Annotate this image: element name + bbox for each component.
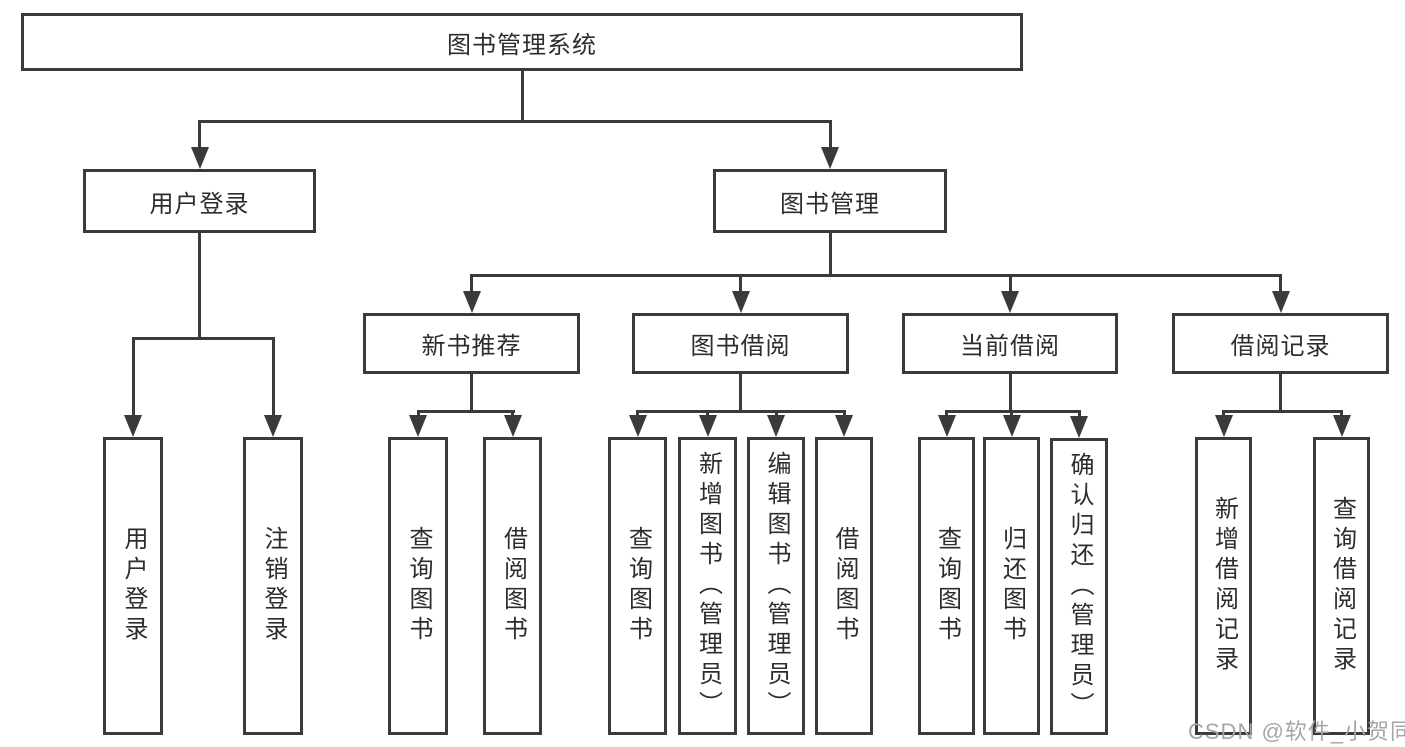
arrowhead-down-icon [938, 415, 956, 437]
arrowhead-down-icon [1272, 291, 1290, 313]
arrowhead-down-icon [1070, 416, 1088, 438]
node-label-logout: 注销登录 [260, 526, 287, 646]
node-br-add: 新增借阅记录 [1195, 437, 1252, 735]
node-nb-borrow: 借阅图书 [483, 437, 542, 735]
node-current-borrow: 当前借阅 [902, 313, 1118, 374]
node-logout: 注销登录 [243, 437, 303, 735]
arrow-shaft-cb-return [1010, 410, 1013, 417]
arrow-shaft-nb-borrow [511, 410, 514, 417]
node-label-mgmt: 图书管理 [780, 190, 880, 218]
connector-bar-login [132, 337, 275, 340]
arrowhead-down-icon [409, 415, 427, 437]
connector-stem-new-books [470, 374, 473, 410]
node-label-user-login: 用户登录 [120, 526, 147, 646]
connector-bar-current-borrow [945, 410, 1081, 413]
arrow-shaft-bb-query [636, 410, 639, 417]
arrow-shaft-book-borrow [739, 274, 742, 293]
node-label-cb-return: 归还图书 [998, 526, 1026, 646]
connector-bar-book-borrow [636, 410, 846, 413]
arrow-shaft-logout [272, 337, 275, 417]
arrow-shaft-nb-query [417, 410, 420, 417]
node-label-nb-borrow: 借阅图书 [499, 526, 527, 646]
node-user-login: 用户登录 [103, 437, 163, 735]
arrowhead-down-icon [1333, 415, 1351, 437]
arrowhead-down-icon [699, 415, 717, 437]
arrowhead-down-icon [264, 415, 282, 437]
arrow-shaft-current-borrow [1009, 274, 1012, 293]
node-root: 图书管理系统 [21, 13, 1023, 71]
node-label-bb-add: 新增图书（管理员） [694, 451, 722, 721]
node-book-borrow: 图书借阅 [632, 313, 849, 374]
node-mgmt: 图书管理 [713, 169, 947, 233]
arrowhead-down-icon [732, 291, 750, 313]
arrowhead-down-icon [191, 147, 209, 169]
arrowhead-down-icon [504, 415, 522, 437]
node-bb-add: 新增图书（管理员） [678, 437, 737, 735]
node-label-br-add: 新增借阅记录 [1210, 496, 1238, 676]
node-label-cb-query: 查询图书 [933, 526, 961, 646]
node-br-query: 查询借阅记录 [1313, 437, 1370, 735]
node-bb-query: 查询图书 [608, 437, 667, 735]
node-label-br-query: 查询借阅记录 [1328, 496, 1356, 676]
node-cb-return: 归还图书 [983, 437, 1040, 735]
connector-stem-borrow-records [1279, 374, 1282, 410]
node-label-bb-query: 查询图书 [624, 526, 652, 646]
arrow-shaft-new-books [470, 274, 473, 293]
node-label-book-borrow: 图书借阅 [690, 333, 791, 360]
arrowhead-down-icon [821, 147, 839, 169]
node-nb-query: 查询图书 [388, 437, 448, 735]
arrowhead-down-icon [629, 415, 647, 437]
arrow-shaft-cb-query [945, 410, 948, 417]
connector-bar-borrow-records [1222, 410, 1343, 413]
arrowhead-down-icon [1003, 415, 1021, 437]
arrow-shaft-bb-add [706, 410, 709, 417]
node-label-bb-edit: 编辑图书（管理员） [763, 451, 790, 721]
arrowhead-down-icon [1001, 291, 1019, 313]
arrow-shaft-borrow-records [1279, 274, 1282, 293]
arrowhead-down-icon [1215, 415, 1233, 437]
connector-stem-login [198, 233, 201, 337]
connector-bar-new-books [417, 410, 515, 413]
arrowhead-down-icon [767, 415, 785, 437]
connector-stem-mgmt [829, 233, 832, 274]
node-bb-borrow: 借阅图书 [815, 437, 873, 735]
node-label-nb-query: 查询图书 [405, 526, 432, 646]
node-label-current-borrow: 当前借阅 [960, 333, 1060, 360]
arrow-shaft-br-add [1222, 410, 1225, 417]
arrowhead-down-icon [124, 415, 142, 437]
node-label-cb-confirm: 确认归还（管理员） [1066, 451, 1093, 722]
arrow-shaft-bb-edit [775, 410, 778, 417]
arrow-shaft-login [198, 120, 201, 149]
connector-stem-current-borrow [1009, 374, 1012, 410]
node-login: 用户登录 [83, 169, 316, 233]
node-cb-confirm: 确认归还（管理员） [1050, 438, 1108, 735]
connector-bar-root [198, 120, 832, 123]
connector-stem-book-borrow [739, 374, 742, 410]
node-label-bb-borrow: 借阅图书 [831, 526, 858, 646]
node-cb-query: 查询图书 [918, 437, 975, 735]
arrowhead-down-icon [463, 291, 481, 313]
node-bb-edit: 编辑图书（管理员） [747, 437, 805, 735]
connector-bar-mgmt [470, 274, 1282, 277]
node-label-root: 图书管理系统 [447, 31, 597, 59]
arrow-shaft-br-query [1340, 410, 1343, 417]
node-label-new-books: 新书推荐 [421, 333, 522, 360]
node-label-borrow-records: 借阅记录 [1230, 333, 1331, 360]
arrowhead-down-icon [835, 415, 853, 437]
connector-stem-root [521, 71, 524, 120]
arrow-shaft-bb-borrow [843, 410, 846, 417]
node-label-login: 用户登录 [149, 190, 250, 218]
csdn-watermark: CSDN @软件_小贺同学 [1188, 719, 1405, 744]
arrow-shaft-mgmt [829, 120, 832, 149]
arrow-shaft-cb-confirm [1078, 410, 1081, 418]
arrow-shaft-user-login [132, 337, 135, 417]
node-borrow-records: 借阅记录 [1172, 313, 1389, 374]
node-new-books: 新书推荐 [363, 313, 580, 374]
